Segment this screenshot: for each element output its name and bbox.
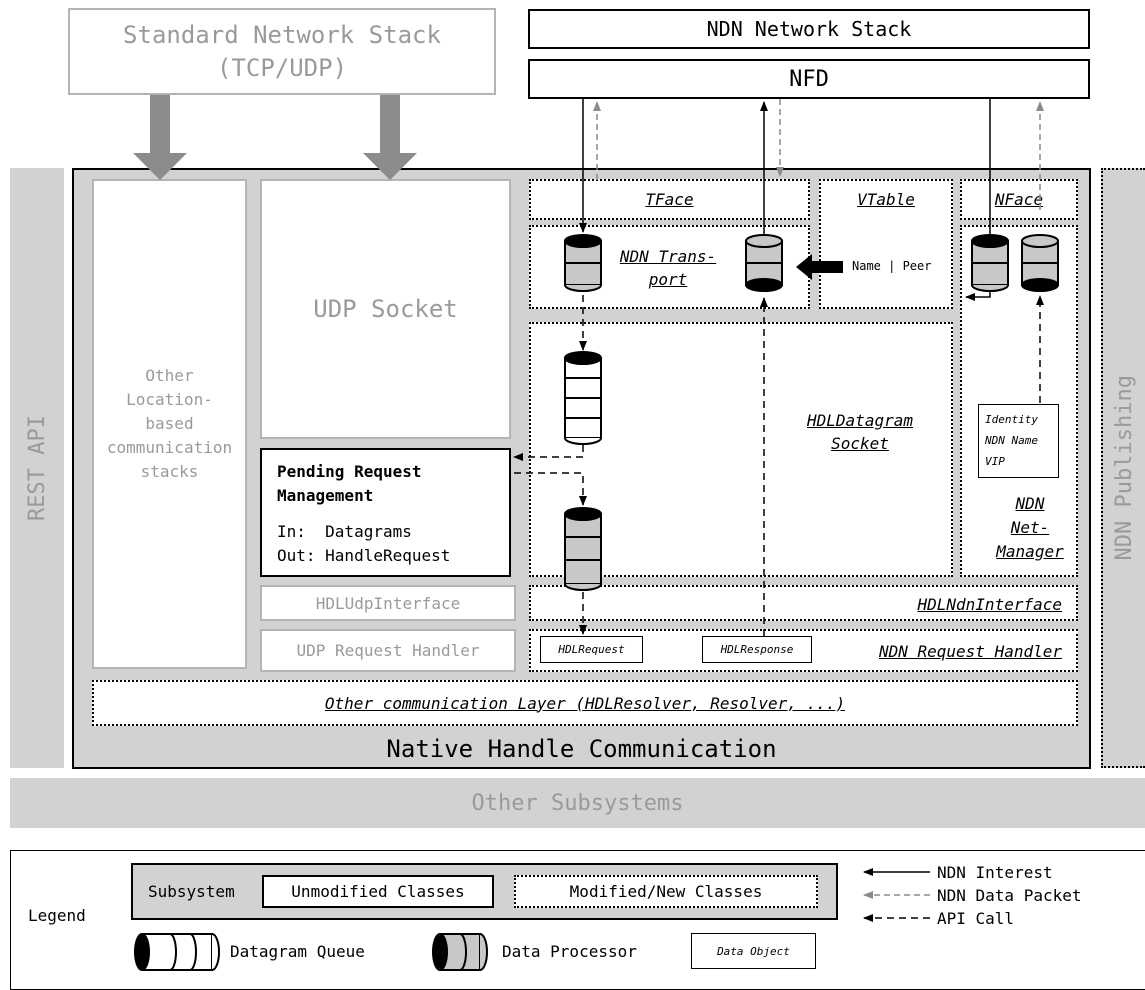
- other-communication-layer: Other communication Layer (HDLResolver, …: [92, 680, 1078, 726]
- pending-title-line2: Management: [277, 486, 374, 505]
- legend-data-processor-icon: [432, 933, 488, 971]
- standard-network-stack: Standard Network Stack (TCP/UDP): [68, 8, 496, 95]
- legend-ndn-interest-label: NDN Interest: [937, 863, 1053, 882]
- nface: NFace: [960, 179, 1078, 220]
- udp-socket: UDP Socket: [260, 179, 511, 439]
- vtable-lookup-arrow: [796, 254, 843, 280]
- legend-datagram-queue-text: Datagram Queue: [230, 942, 365, 961]
- standard-stack-line2: (TCP/UDP): [216, 53, 348, 82]
- other-location-stacks: Other Location- based communication stac…: [92, 179, 247, 669]
- netmanager-line1: NDN: [1015, 494, 1045, 513]
- hdl-request-object: HDLRequest: [540, 636, 643, 663]
- name-peer: Name | Peer: [852, 259, 931, 273]
- ndn-transport-title: NDN Trans- port: [608, 245, 728, 291]
- hdl-request-label: HDLRequest: [558, 643, 625, 656]
- pending-title-line1: Pending Request: [277, 462, 422, 481]
- socket-to-pending: [513, 445, 584, 461]
- tface-label: TFace: [645, 190, 694, 209]
- legend-ndn-interest-text: NDN Interest: [937, 863, 1053, 882]
- identity-line3: VIP: [985, 455, 1005, 468]
- ndn-transport-line2: port: [648, 270, 688, 289]
- identity-line2: NDN Name: [985, 434, 1038, 447]
- nface-processor-out-icon: [1021, 234, 1059, 292]
- legend-unmodified-sample: Unmodified Classes: [262, 875, 494, 908]
- transport-processor-in-icon: [564, 234, 602, 292]
- other-subsystems-panel: Other Subsystems: [10, 778, 1145, 828]
- vtable: [819, 179, 953, 309]
- other-stacks-line2: Location-: [126, 390, 213, 409]
- udp-request-handler: UDP Request Handler: [260, 629, 516, 672]
- tface: TFace: [529, 179, 810, 220]
- nfd-box: NFD: [528, 59, 1090, 99]
- hdl-datagram-socket-title: HDLDatagram Socket: [790, 408, 930, 456]
- pending-request-management: Pending Request Management In: Datagrams…: [260, 448, 511, 577]
- legend-unmodified-text: Unmodified Classes: [291, 882, 465, 901]
- nface-label: NFace: [994, 190, 1044, 209]
- legend-ndn-data-label: NDN Data Packet: [937, 886, 1082, 905]
- vtable-title: VTable: [819, 186, 953, 212]
- legend-modified-text: Modified/New Classes: [569, 882, 763, 901]
- other-stacks-line3: based: [145, 414, 194, 433]
- hdl-udp-interface-label: HDLUdpInterface: [315, 593, 461, 613]
- legend-datagram-queue-label: Datagram Queue: [230, 942, 365, 961]
- vtable-label: VTable: [857, 189, 915, 209]
- legend-subsystem-text: Subsystem: [148, 882, 235, 901]
- other-stacks-line4: communication: [106, 438, 233, 457]
- pending-to-processor: [514, 472, 587, 506]
- hdl-ndn-interface: HDLNdnInterface: [529, 585, 1078, 621]
- legend-api-call-label: API Call: [937, 909, 1014, 928]
- other-layer-label: Other communication Layer (HDLResolver, …: [324, 693, 846, 713]
- ndn-transport-line1: NDN Trans-: [619, 247, 717, 266]
- big-gray-arrow-right: [363, 95, 417, 180]
- hdl-ndn-interface-label: HDLNdnInterface: [917, 595, 1063, 614]
- socket-datagram-queue-icon: [564, 351, 602, 445]
- socket-processor-icon: [564, 507, 602, 591]
- pending-out: Out: HandleRequest: [277, 546, 451, 565]
- legend-datagram-queue-icon: [134, 933, 220, 971]
- ndn-request-handler-label: NDN Request Handler: [878, 642, 1062, 661]
- native-handle-title: Native Handle Communication: [72, 730, 1091, 768]
- legend-subsystem-label: Subsystem: [148, 882, 235, 901]
- netmanager-line3: Manager: [996, 542, 1064, 561]
- udp-socket-label: UDP Socket: [313, 295, 458, 323]
- legend-modified-sample: Modified/New Classes: [514, 875, 818, 908]
- name-peer-label: Name | Peer: [852, 259, 932, 273]
- legend-title-label: Legend: [28, 906, 86, 925]
- hdl-response-object: HDLResponse: [702, 636, 812, 663]
- rest-api-panel: REST API: [10, 168, 64, 768]
- legend-data-processor-text: Data Processor: [502, 942, 637, 961]
- native-handle-label: Native Handle Communication: [386, 735, 777, 763]
- nface-processor-in-icon: [971, 234, 1009, 292]
- hdl-udp-interface: HDLUdpInterface: [260, 585, 516, 621]
- hdl-datagram-line1: HDLDatagram: [807, 411, 913, 430]
- identity-line1: Identity: [985, 413, 1038, 426]
- pending-in: In: Datagrams: [277, 522, 412, 541]
- legend-api-call-text: API Call: [937, 909, 1015, 928]
- ndn-network-stack: NDN Network Stack: [528, 9, 1090, 49]
- ndn-publishing-panel: NDN Publishing: [1101, 168, 1145, 768]
- other-stacks-line1: Other: [145, 366, 194, 385]
- other-subsystems-label: Other Subsystems: [471, 790, 684, 816]
- other-stacks-line5: stacks: [140, 462, 199, 481]
- legend-data-object-sample: Data Object: [691, 933, 816, 969]
- legend-title: Legend: [28, 906, 86, 925]
- hdl-response-label: HDLResponse: [720, 643, 794, 656]
- big-gray-arrow-left: [133, 95, 187, 180]
- udp-request-handler-label: UDP Request Handler: [296, 641, 480, 660]
- identity-box: Identity NDN Name VIP: [978, 404, 1059, 478]
- legend-ndn-data-text: NDN Data Packet: [937, 886, 1082, 905]
- transport-processor-out-icon: [745, 234, 783, 292]
- ndn-network-stack-label: NDN Network Stack: [706, 17, 912, 41]
- hdl-datagram-line2: Socket: [831, 434, 889, 453]
- standard-stack-line1: Standard Network Stack: [123, 20, 441, 49]
- nfd-to-nface-interest: [965, 99, 991, 301]
- legend-data-object-text: Data Object: [717, 944, 790, 958]
- ndn-netmanager-title: NDN Net- Manager: [980, 492, 1080, 564]
- netmanager-line2: Net-: [1010, 518, 1050, 537]
- legend-data-processor-label: Data Processor: [502, 942, 637, 961]
- nfd-label: NFD: [789, 66, 829, 92]
